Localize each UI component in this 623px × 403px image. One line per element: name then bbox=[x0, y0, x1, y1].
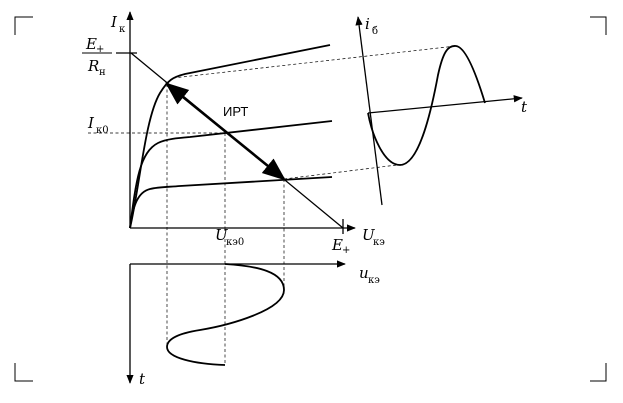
uce-waveform bbox=[166, 263, 285, 366]
output-curve-1 bbox=[129, 44, 331, 229]
t-axis-right bbox=[367, 95, 523, 114]
svg-text:I: I bbox=[110, 13, 118, 31]
ib-axis bbox=[355, 16, 383, 206]
projection-lines bbox=[88, 45, 457, 365]
svg-text:E: E bbox=[85, 35, 97, 53]
label-uce0: U кэ0 bbox=[215, 226, 244, 248]
label-e-over-rn: E + R н bbox=[85, 35, 106, 78]
svg-text:u: u bbox=[359, 264, 369, 282]
svg-text:U: U bbox=[362, 226, 376, 244]
label-e-plus: E + bbox=[331, 236, 350, 256]
svg-text:R: R bbox=[87, 57, 99, 75]
label-t-bottom: t bbox=[139, 370, 146, 388]
svg-text:н: н bbox=[99, 67, 106, 78]
svg-text:U: U bbox=[215, 226, 229, 244]
ib-waveform bbox=[367, 45, 486, 166]
svg-text:I: I bbox=[87, 114, 95, 132]
svg-text:кэ0: кэ0 bbox=[226, 237, 244, 248]
svg-text:б: б bbox=[372, 26, 378, 37]
label-irt: ИРТ bbox=[223, 104, 248, 119]
svg-text:к: к bbox=[119, 24, 126, 35]
label-ib: i б bbox=[365, 15, 378, 37]
label-uce-wave: u кэ bbox=[359, 264, 380, 286]
svg-text:+: + bbox=[342, 245, 350, 256]
svg-text:кэ: кэ bbox=[368, 275, 380, 286]
label-uce-axis: U кэ bbox=[362, 226, 385, 248]
label-ic-axis: I к bbox=[110, 13, 126, 35]
label-t-right: t bbox=[521, 98, 528, 116]
svg-text:+: + bbox=[96, 44, 104, 55]
svg-text:к0: к0 bbox=[96, 125, 109, 136]
corner-marks bbox=[14, 16, 607, 382]
label-ic0: I к0 bbox=[87, 114, 109, 136]
svg-text:i: i bbox=[365, 15, 370, 33]
operating-swing-arrow bbox=[165, 82, 286, 181]
svg-text:E: E bbox=[331, 236, 343, 254]
svg-text:кэ: кэ bbox=[373, 237, 385, 248]
output-curve-3 bbox=[129, 176, 333, 229]
